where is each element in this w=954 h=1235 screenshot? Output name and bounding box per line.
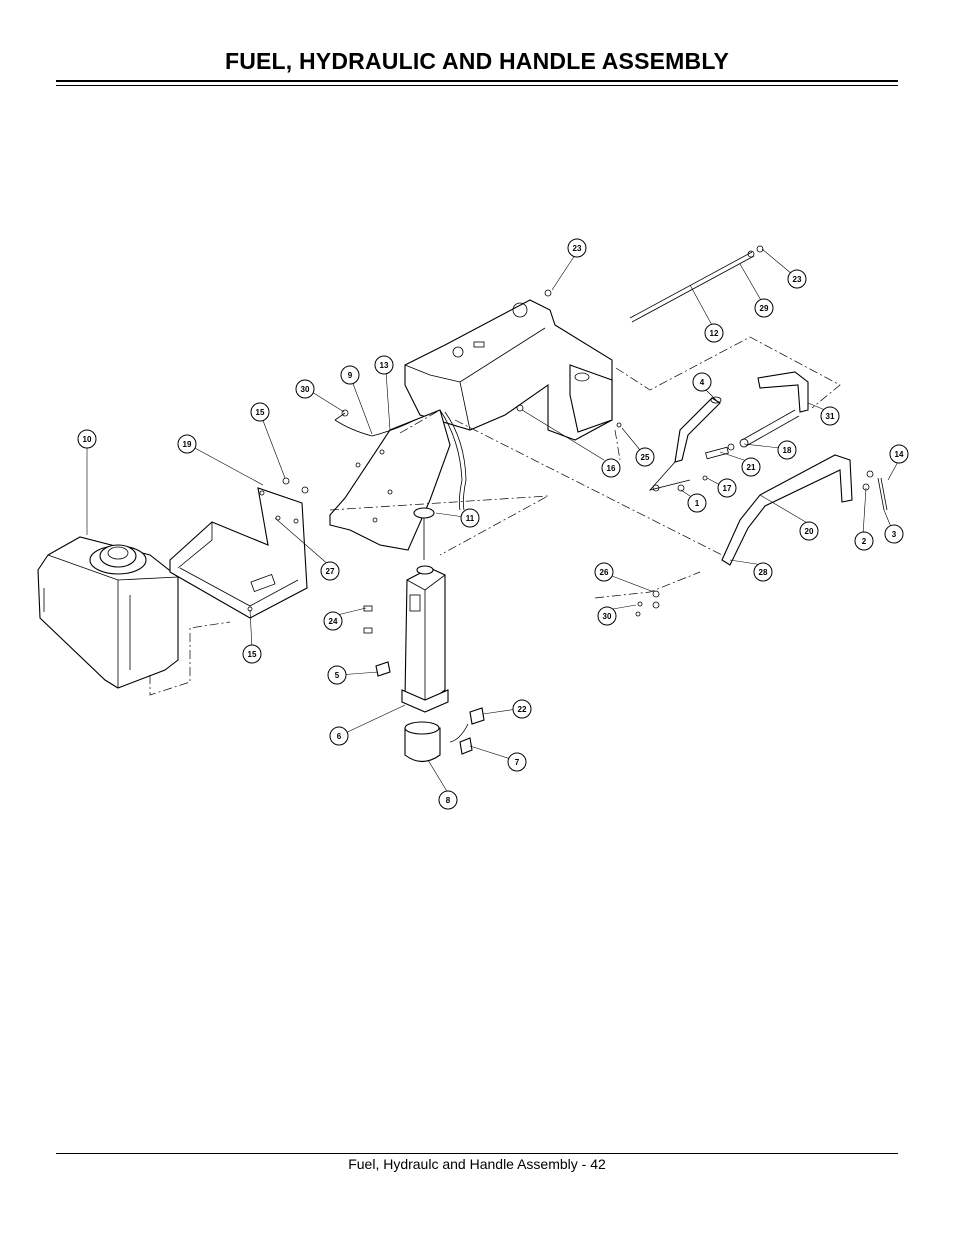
callout-3: 3	[884, 524, 904, 544]
callout-11: 11	[460, 508, 480, 528]
hydraulic-filter	[404, 721, 441, 763]
svg-text:9: 9	[348, 371, 353, 380]
callout-15-bottom: 15	[242, 644, 262, 664]
svg-text:30: 30	[603, 612, 612, 621]
svg-text:4: 4	[700, 378, 705, 387]
callout-14: 14	[889, 444, 909, 464]
callout-26: 26	[594, 562, 614, 582]
svg-text:15: 15	[256, 408, 265, 417]
svg-text:27: 27	[326, 567, 335, 576]
svg-text:6: 6	[337, 732, 342, 741]
callout-24: 24	[323, 611, 343, 631]
callout-1: 1	[687, 493, 707, 513]
dipstick	[413, 507, 435, 560]
main-handle-bar	[721, 454, 888, 566]
callout-12: 12	[704, 323, 724, 343]
tank-bracket	[169, 487, 308, 619]
callout-18: 18	[777, 440, 797, 460]
leader-lines	[86, 248, 900, 794]
svg-text:5: 5	[335, 671, 340, 680]
control-rod	[629, 250, 755, 323]
svg-text:10: 10	[83, 435, 92, 444]
fuel-tank	[37, 536, 231, 696]
svg-text:16: 16	[607, 464, 616, 473]
svg-text:19: 19	[183, 440, 192, 449]
title-rule-thick	[56, 80, 898, 82]
callout-31: 31	[820, 406, 840, 426]
footer-page-label: Fuel, Hydraulc and Handle Assembly - 42	[348, 1156, 606, 1172]
callout-5: 5	[327, 665, 347, 685]
fittings	[363, 605, 485, 755]
callout-27: 27	[320, 561, 340, 581]
svg-text:21: 21	[747, 463, 756, 472]
callout-22: 22	[512, 699, 532, 719]
svg-text:24: 24	[329, 617, 338, 626]
callout-23-top: 23	[567, 238, 587, 258]
callout-17: 17	[717, 478, 737, 498]
page-title: FUEL, HYDRAULIC AND HANDLE ASSEMBLY	[224, 48, 730, 74]
svg-text:23: 23	[573, 244, 582, 253]
svg-text:23: 23	[793, 275, 802, 284]
svg-text:29: 29	[760, 304, 769, 313]
handle-mount-frame	[404, 299, 613, 441]
svg-text:12: 12	[710, 329, 719, 338]
svg-text:25: 25	[641, 453, 650, 462]
callout-2: 2	[854, 531, 874, 551]
svg-text:15: 15	[248, 650, 257, 659]
left-control-handle	[648, 396, 722, 492]
callout-10: 10	[77, 429, 97, 449]
callout-23-right: 23	[787, 269, 807, 289]
svg-text:1: 1	[695, 499, 700, 508]
alignment-lines	[329, 336, 841, 599]
svg-text:31: 31	[826, 412, 835, 421]
svg-text:11: 11	[466, 514, 475, 523]
callout-9: 9	[340, 365, 360, 385]
callout-25: 25	[635, 447, 655, 467]
svg-text:28: 28	[759, 568, 768, 577]
callout-28: 28	[753, 562, 773, 582]
callout-4: 4	[692, 372, 712, 392]
svg-text:20: 20	[805, 527, 814, 536]
title-rule-thin	[56, 85, 898, 86]
callout-7: 7	[507, 752, 527, 772]
callout-30-top: 30	[295, 379, 315, 399]
callout-21: 21	[741, 457, 761, 477]
callout-29: 29	[754, 298, 774, 318]
callout-16: 16	[601, 458, 621, 478]
hoses	[334, 409, 467, 511]
svg-text:26: 26	[600, 568, 609, 577]
svg-text:17: 17	[723, 484, 732, 493]
callout-13: 13	[374, 355, 394, 375]
callout-6: 6	[329, 726, 349, 746]
svg-text:2: 2	[862, 537, 867, 546]
hydraulic-reservoir	[401, 565, 449, 713]
callout-30-bottom: 30	[597, 606, 617, 626]
right-control-handle	[705, 371, 809, 460]
svg-text:14: 14	[895, 450, 904, 459]
svg-text:13: 13	[380, 361, 389, 370]
callout-8: 8	[438, 790, 458, 810]
svg-text:3: 3	[892, 530, 897, 539]
svg-text:7: 7	[515, 758, 520, 767]
callout-20: 20	[799, 521, 819, 541]
callout-15-top: 15	[250, 402, 270, 422]
side-plate	[329, 409, 451, 551]
callout-19: 19	[177, 434, 197, 454]
svg-text:30: 30	[301, 385, 310, 394]
svg-text:8: 8	[446, 796, 451, 805]
footer-rule	[56, 1153, 898, 1154]
svg-text:18: 18	[783, 446, 792, 455]
svg-text:22: 22	[518, 705, 527, 714]
